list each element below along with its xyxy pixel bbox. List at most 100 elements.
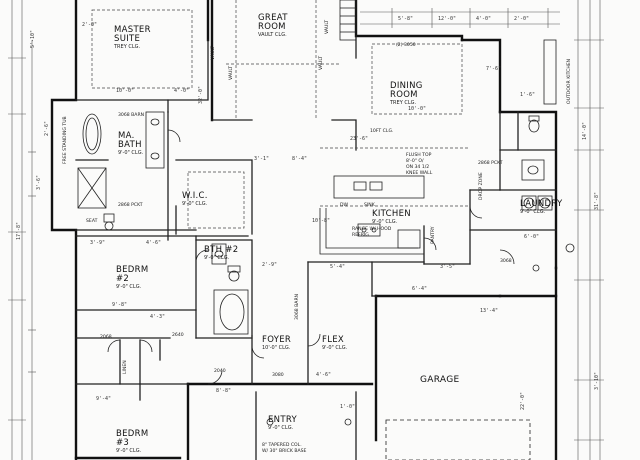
dining-room-label: DINING [390, 81, 423, 91]
note-flush-2: 8'-0" O/ [406, 158, 424, 164]
note-vault-1: VAULT [210, 46, 216, 60]
dim-20: 2'-9" [262, 262, 277, 268]
dim-5: 2'-6" [44, 121, 50, 136]
dim-19: 3'-9" [90, 240, 105, 246]
note-tapered-col-2: W/ 30" BRICK BASE [262, 448, 307, 454]
door-2640: 2640 [172, 332, 184, 338]
laundry-ceiling: 9'-0" CLG. [520, 209, 546, 215]
door-2868-pckt-laundry: 2868 PCKT [478, 160, 503, 166]
dim-28: 31'-8" [594, 192, 600, 210]
dim-36: 1'-0" [340, 404, 355, 410]
dim-21: 10'-8" [312, 218, 330, 224]
bedrm2-label: BEDRM [116, 265, 149, 275]
dining-room-ceiling: TREY CLG. [389, 100, 416, 106]
dim-32: 9'-4" [96, 396, 111, 402]
dim-1: 2'-0" [82, 22, 97, 28]
great-room-ceiling: VAULT CLG. [258, 32, 287, 38]
door-2040: 2040 [214, 368, 226, 374]
kitchen-label: KITCHEN [372, 209, 411, 219]
flex-ceiling: 9'-0" CLG. [322, 345, 348, 351]
door-2868-pckt: 2868 PCKT [118, 202, 143, 208]
flex-label: FLEX [322, 335, 344, 345]
note-flush-4: KNEE WALL [406, 170, 433, 176]
door-3068-barn: 3068 BARN [118, 112, 144, 118]
bedrm2-ceiling: 9'-0" CLG. [116, 284, 142, 290]
master-suite-ceiling: TREY CLG. [113, 44, 140, 50]
dim-37: 6'-4" [412, 286, 427, 292]
note-sink: SINK [364, 202, 376, 208]
dining-room-label-2: ROOM [390, 90, 418, 100]
sink-icon [150, 118, 160, 126]
master-suite-label: MASTER [114, 25, 151, 35]
dim-6: 3'-6" [36, 175, 42, 190]
bedrm2-label-2: #2 [116, 274, 129, 284]
dim-33: 8'-8" [216, 388, 231, 394]
dim-26: 1'-6" [520, 92, 535, 98]
bedrm3-ceiling: 9'-0" CLG. [116, 448, 142, 454]
exterior-walls [50, 0, 558, 460]
dim-35: 22'-0" [520, 392, 526, 410]
note-vault-2: VAULT [228, 66, 234, 80]
note-seat: SEAT [86, 218, 98, 224]
note-flush-3: ON 34 1/2 [406, 164, 429, 170]
dim-7: 17'-8" [16, 222, 22, 240]
note-dw: DW [340, 202, 349, 208]
tub-icon [82, 113, 102, 155]
dim-8: 32'-0" [198, 86, 204, 104]
dim-34: 4'-6" [316, 372, 331, 378]
dim-9: 5'-8" [398, 16, 413, 22]
note-vault-4: VAULT [324, 20, 330, 34]
room-labels: MASTER SUITE TREY CLG. GREAT ROOM VAULT … [113, 13, 563, 454]
foyer-ceiling: 10'-0" CLG. [262, 345, 291, 351]
dim-18: 9'-8" [112, 302, 127, 308]
dim-4: 5'-10" [30, 30, 36, 48]
window-3050: (2) 3050 [396, 42, 416, 48]
note-flush-top: FLUSH TOP [406, 152, 432, 158]
dim-31: 4'-3" [150, 314, 165, 320]
note-outdoor-kitchen: OUTDOOR KITCHEN [566, 59, 572, 104]
note-tapered-col: 8" TAPERED COL. [262, 442, 302, 448]
dim-17: 4'-6" [146, 240, 161, 246]
entry-label: ENTRY [268, 415, 297, 425]
bth2-ceiling: 9'-0" CLG. [204, 255, 230, 261]
great-room-label: GREAT [258, 13, 288, 23]
bedrm3-label-2: #3 [116, 438, 129, 448]
dim-24: 3'-5" [440, 264, 455, 270]
kitchen-island [333, 175, 425, 199]
dim-14: 3'-1" [254, 156, 269, 162]
ma-bath-label: MA. [118, 131, 135, 141]
bth2-label: BTH #2 [204, 245, 238, 255]
door-3068-garage: 3068 [500, 258, 512, 264]
dim-16: 23'-6" [350, 136, 368, 142]
dim-13: 10'-0" [408, 106, 426, 112]
ceiling-lines [91, 0, 468, 229]
great-room-label-2: ROOM [258, 22, 286, 32]
kitchen-ceiling: 9'-0" CLG. [372, 219, 398, 225]
note-free-standing-tub: FREE STANDING TUB [62, 116, 68, 164]
fixtures [77, 0, 575, 460]
toilet-icon [104, 221, 114, 231]
note-refrig: REFRIG [352, 232, 369, 238]
ma-bath-ceiling: 9'-0" CLG. [118, 150, 144, 156]
dim-10: 12'-0" [438, 16, 456, 22]
note-linen: LINEN [122, 360, 128, 374]
dim-3: 10'-0" [116, 88, 134, 94]
plan-notes: VAULT VAULT VAULT VAULT FLUSH TOP 8'-0" … [62, 20, 572, 454]
door-3068-barn-flex: 3068 BARN [294, 294, 300, 320]
dim-15: 8'-4" [292, 156, 307, 162]
note-vault-3: VAULT [318, 56, 324, 70]
entry-ceiling: 9'-0" CLG. [268, 425, 294, 431]
wic-label: W.I.C. [182, 191, 208, 201]
door-3080: 3080 [272, 372, 284, 378]
dim-29: 3'-10" [594, 372, 600, 390]
door-2068: 2068 [100, 334, 112, 340]
dim-30: 14'-0" [582, 122, 588, 140]
dim-23: 13'-4" [480, 308, 498, 314]
garage-label: GARAGE [420, 375, 459, 385]
dimension-text: 2'-0" 4'-0" 10'-0" 5'-10" 2'-6" 3'-6" 17… [16, 16, 600, 410]
note-10ft-clg: 10FT CLG. [370, 128, 393, 134]
dim-25: 6'-0" [524, 234, 539, 240]
ma-bath-label-2: BATH [118, 140, 142, 150]
